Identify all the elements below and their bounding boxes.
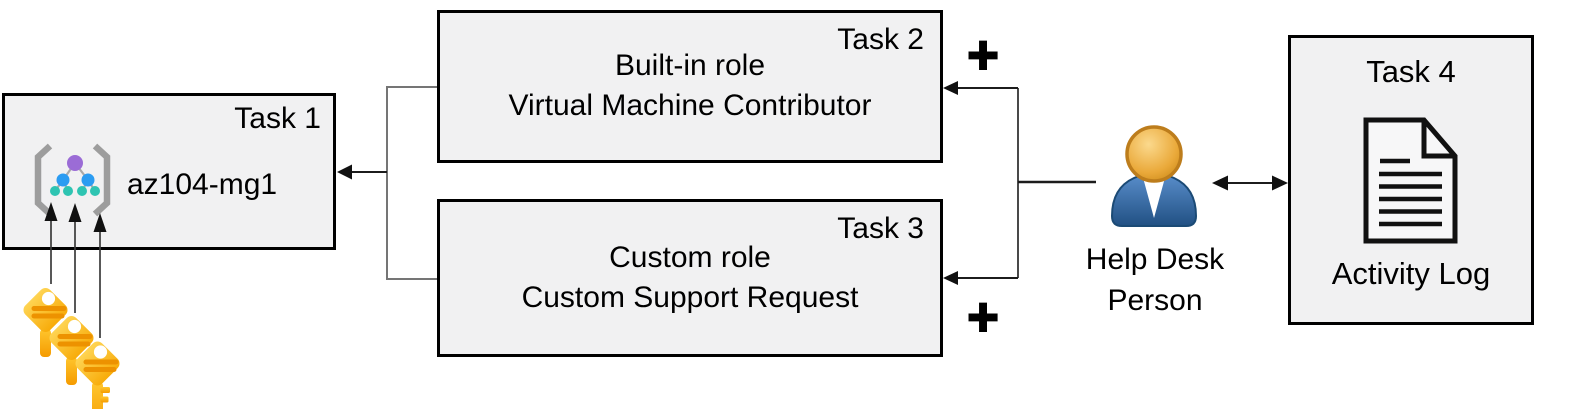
arrow-to-task2 (943, 81, 958, 95)
person-icon (1111, 125, 1197, 227)
task1-box: Task 1 az104-mg1 (2, 93, 336, 250)
document-icon (1363, 117, 1458, 244)
task1-label: Task 1 (234, 102, 321, 135)
task4-box: Task 4 Activity Log (1288, 35, 1534, 325)
task3-label: Task 3 (837, 212, 924, 245)
actor-label: Help Desk Person (1075, 239, 1235, 321)
arrow-to-task1 (337, 164, 387, 180)
task3-box: Task 3 Custom role Custom Support Reques… (437, 199, 943, 357)
task3-role-name: Custom Support Request (521, 281, 859, 314)
task4-label: Task 4 (1366, 54, 1456, 89)
plus-icon-bottom: + (966, 287, 1000, 347)
plus-icon-top: + (966, 25, 1000, 85)
left-bracket-connector (386, 86, 437, 280)
management-group-icon (34, 143, 111, 217)
key-icon (82, 345, 119, 409)
task4-caption: Activity Log (1331, 256, 1491, 291)
actor-name-line1: Help Desk (1085, 243, 1225, 276)
double-arrow-person-task4 (1212, 175, 1288, 191)
keys-group (8, 278, 124, 409)
task2-role-type: Built-in role (614, 49, 766, 82)
management-group-name: az104-mg1 (127, 168, 278, 201)
task2-label: Task 2 (837, 23, 924, 56)
arrow-to-task3 (943, 271, 958, 285)
task2-role-name: Virtual Machine Contributor (508, 89, 872, 122)
task3-role-type: Custom role (609, 241, 771, 274)
task2-box: Task 2 Built-in role Virtual Machine Con… (437, 10, 943, 163)
actor-name-line2: Person (1107, 284, 1203, 317)
